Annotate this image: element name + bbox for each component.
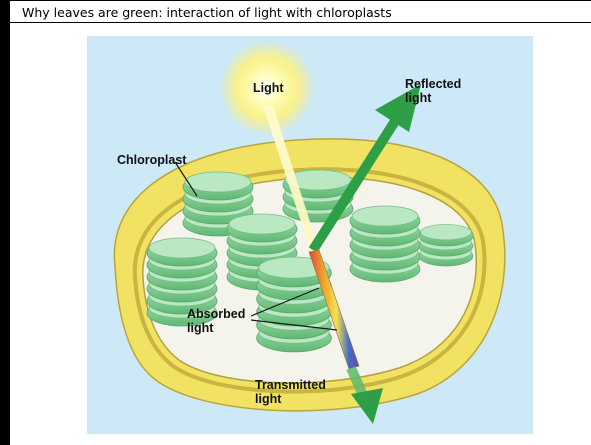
chloroplast-label: Chloroplast: [117, 153, 187, 167]
top-rule: [10, 0, 591, 1]
absorbed-light-label-line2: light: [187, 321, 214, 335]
absorbed-light-label-line1: Absorbed: [187, 307, 245, 321]
chloroplast-figure: Light Reflected light Chloroplast Absorb…: [87, 36, 533, 434]
title-divider: [10, 22, 591, 23]
light-label: Light: [253, 81, 284, 95]
transmitted-light-label-line2: light: [255, 392, 282, 406]
reflected-light-label-line2: light: [405, 91, 432, 105]
slide-title: Why leaves are green: interaction of lig…: [22, 5, 392, 20]
reflected-light-label-line1: Reflected: [405, 77, 461, 91]
transmitted-light-label-line1: Transmitted: [255, 378, 326, 392]
